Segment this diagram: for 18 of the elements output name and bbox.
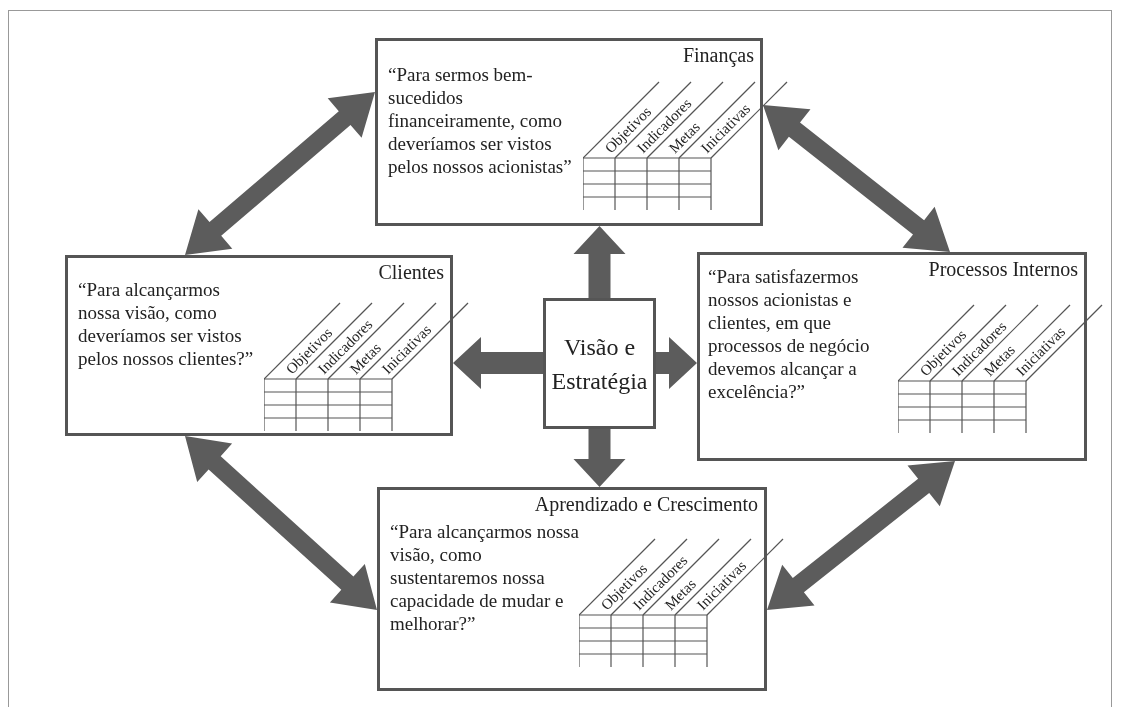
center-box <box>543 298 656 429</box>
perspective-title: Processos Internos <box>928 257 1078 281</box>
double-arrow <box>185 92 375 255</box>
arrow <box>656 337 697 389</box>
center-label: Visão e Estratégia <box>550 332 649 396</box>
double-arrow <box>767 461 955 610</box>
perspective-title: Finanças <box>682 43 754 67</box>
perspective-question: “Para sermos bem-sucedidos financeiramente, como deveríamos ser vistos pelos nossos acionistas” <box>388 63 573 178</box>
arrow <box>573 226 626 298</box>
double-arrow <box>185 436 377 610</box>
perspective-question: “Para alcançarmos nossa visão, como sustentaremos nossa capacidade de mudar e melhorar?” <box>390 520 580 635</box>
arrow <box>453 337 543 389</box>
perspective-question: “Para alcançarmos nossa visão, como deveríamos ser vistos pelos nossos clientes?” <box>78 278 255 370</box>
arrow <box>573 429 626 487</box>
double-arrow <box>763 105 950 252</box>
perspective-question: “Para satisfazermos nossos acionistas e clientes, em que processos de negócio devemos alcançar a excelência?” <box>708 265 871 403</box>
perspective-title: Clientes <box>378 260 444 284</box>
perspective-title: Aprendizado e Crescimento <box>534 492 758 516</box>
